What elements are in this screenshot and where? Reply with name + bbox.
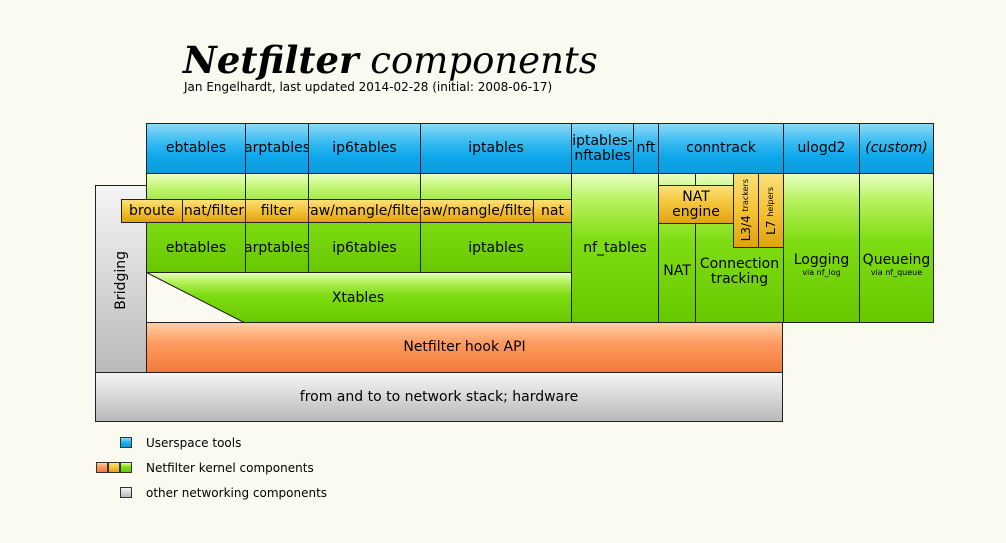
legend-kernel-label: Netfilter kernel components bbox=[146, 461, 314, 475]
diagram-subtitle: Jan Engelhardt, last updated 2014-02-28 … bbox=[184, 80, 553, 94]
legend-kernel-swatch-salmon bbox=[96, 462, 108, 473]
conn-tracking-line2: tracking bbox=[710, 270, 769, 287]
userspace-nft: nft bbox=[633, 123, 659, 174]
queueing-label: Queueing bbox=[862, 251, 931, 268]
legend-userspace-swatch bbox=[120, 437, 132, 448]
userspace-ulogd2: ulogd2 bbox=[783, 123, 860, 174]
kernel-logging: Logging via nf_log bbox=[783, 173, 860, 323]
legend-other-label: other networking components bbox=[146, 486, 328, 500]
l7-helpers-label: L7 helpers bbox=[763, 186, 778, 235]
kernel-ip6tables-label: ip6tables bbox=[332, 240, 397, 257]
l7-helpers-block: L7 helpers bbox=[758, 173, 784, 248]
nat-engine-line1: NAT bbox=[682, 188, 710, 205]
table-raw-mangle-filter-ip4: raw/mangle/filter bbox=[420, 199, 534, 223]
userspace-ebtables: ebtables bbox=[146, 123, 246, 174]
userspace-ip6tables: ip6tables bbox=[308, 123, 421, 174]
l34-main: L3/4 bbox=[738, 215, 753, 242]
l34-small: trackers bbox=[740, 179, 750, 212]
kernel-iptables-label: iptables bbox=[468, 240, 524, 257]
l7-small: helpers bbox=[765, 186, 775, 217]
userspace-custom: (custom) bbox=[859, 123, 934, 174]
kernel-arptables-label: arptables bbox=[245, 240, 309, 257]
iptables-nftables-line2: nftables bbox=[574, 147, 631, 164]
kernel-queueing: Queueing via nf_queue bbox=[859, 173, 934, 323]
network-stack-block: from and to to network stack; hardware bbox=[95, 372, 783, 422]
legend-kernel-swatch-orange bbox=[108, 462, 120, 473]
userspace-arptables: arptables bbox=[245, 123, 309, 174]
userspace-iptables: iptables bbox=[420, 123, 572, 174]
kernel-nat-label: NAT bbox=[663, 263, 691, 280]
iptables-nftables-line1: iptables- bbox=[572, 132, 633, 149]
table-filter: filter bbox=[245, 199, 309, 223]
legend-userspace-label: Userspace tools bbox=[146, 436, 242, 450]
legend-kernel-swatch-green bbox=[120, 462, 132, 473]
table-raw-mangle-filter-ip6: raw/mangle/filter bbox=[308, 199, 421, 223]
kernel-ebtables-label: ebtables bbox=[165, 240, 227, 257]
nat-engine-line2: engine bbox=[672, 203, 720, 220]
xtables-label: Xtables bbox=[332, 290, 384, 306]
userspace-conntrack: conntrack bbox=[658, 123, 784, 174]
userspace-iptables-nftables: iptables- nftables bbox=[571, 123, 634, 174]
legend-other-swatch bbox=[120, 487, 132, 498]
hook-api-block: Netfilter hook API bbox=[146, 322, 783, 373]
l34-trackers-block: L3/4 trackers bbox=[733, 173, 759, 248]
kernel-iptables: iptables bbox=[420, 173, 572, 273]
kernel-ebtables: ebtables bbox=[146, 173, 246, 273]
logging-via: via nf_log bbox=[802, 267, 841, 277]
logging-label: Logging bbox=[793, 251, 850, 268]
queueing-via: via nf_queue bbox=[870, 267, 923, 277]
kernel-ip6tables: ip6tables bbox=[308, 173, 421, 273]
table-nat: nat bbox=[533, 199, 572, 223]
bridging-label: Bridging bbox=[112, 250, 129, 310]
kernel-arptables: arptables bbox=[245, 173, 309, 273]
xtables-block: Xtables bbox=[146, 272, 572, 323]
diagram-title: Netfilter components bbox=[183, 38, 598, 82]
kernel-nf-tables: nf_tables bbox=[571, 173, 659, 323]
l34-trackers-label: L3/4 trackers bbox=[738, 179, 753, 242]
table-broute: broute bbox=[121, 199, 183, 223]
table-nat-filter: nat/filter bbox=[182, 199, 246, 223]
conn-tracking-line1: Connection bbox=[699, 255, 780, 272]
nat-engine-block: NAT engine bbox=[658, 185, 734, 224]
l7-main: L7 bbox=[763, 220, 778, 235]
